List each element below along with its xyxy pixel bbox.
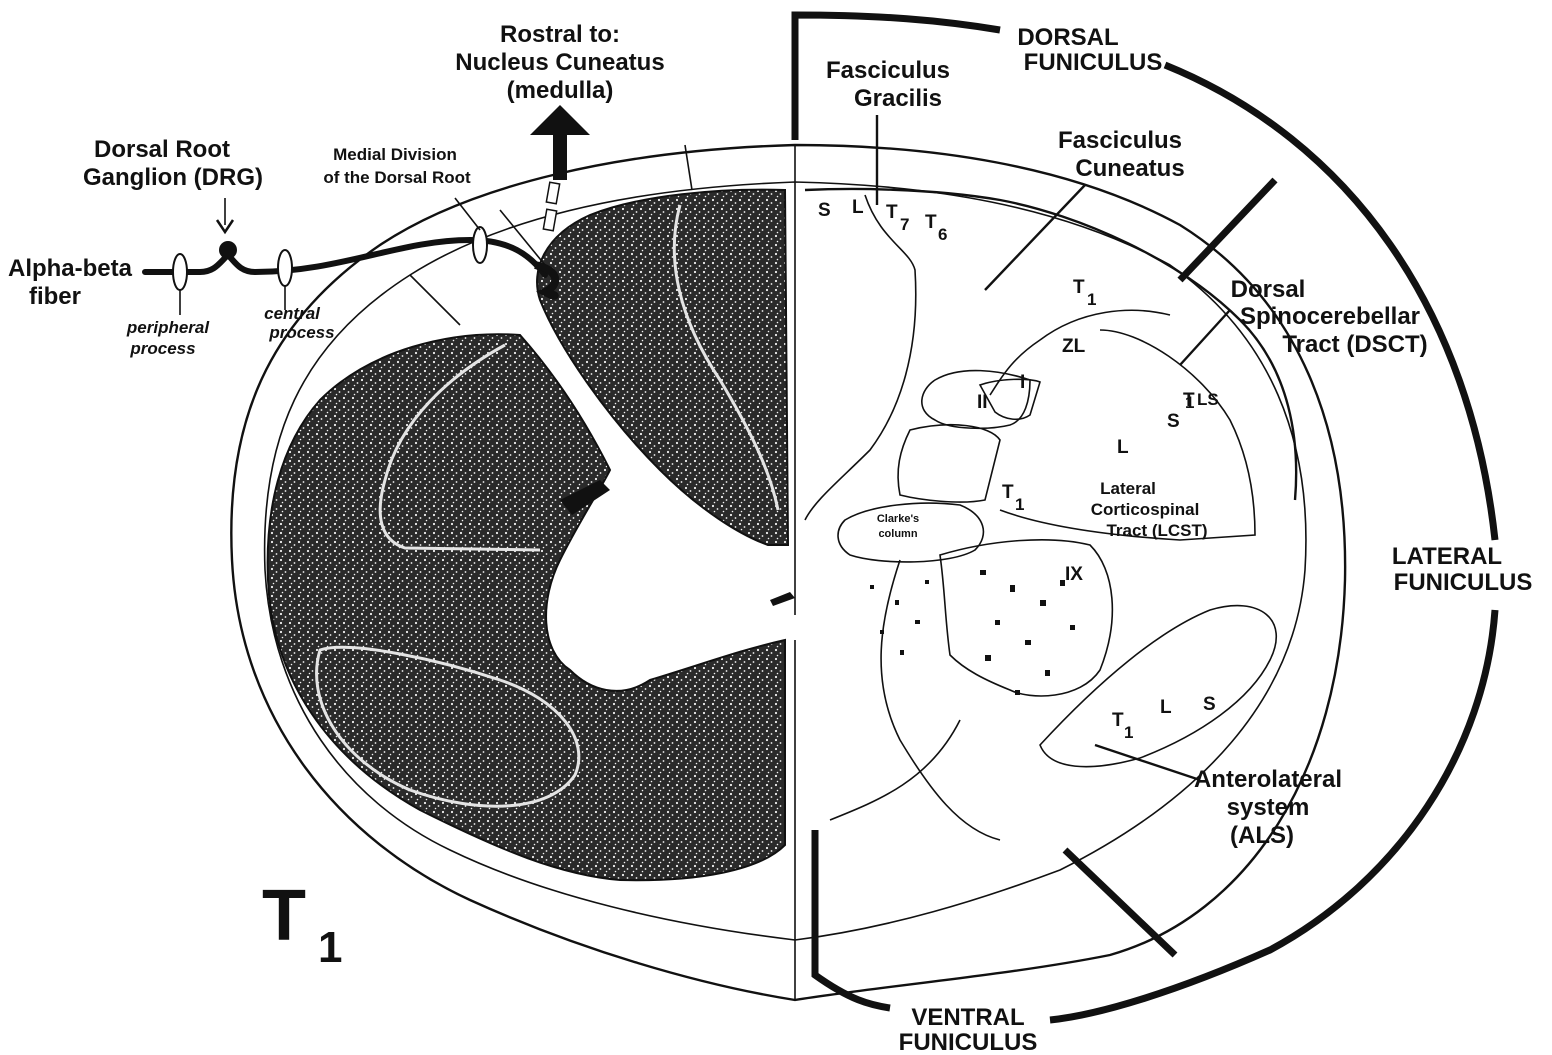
svg-text:Corticospinal: Corticospinal <box>1091 500 1200 519</box>
dorsal-funiculus-label: DORSAL FUNICULUS <box>1017 24 1162 76</box>
als-label: Anterolateral system (ALS) <box>1194 766 1342 849</box>
svg-text:ZL: ZL <box>1062 336 1086 357</box>
svg-text:IX: IX <box>1065 564 1083 585</box>
svg-text:FUNICULUS: FUNICULUS <box>899 1029 1038 1055</box>
svg-text:T: T <box>1002 482 1014 503</box>
svg-text:Cuneatus: Cuneatus <box>1075 155 1184 182</box>
svg-text:T: T <box>886 202 898 223</box>
svg-text:DORSAL: DORSAL <box>1017 24 1118 51</box>
svg-text:Rostral to:: Rostral to: <box>500 21 620 48</box>
rostral-label: Rostral to: Nucleus Cuneatus (medulla) <box>455 21 664 104</box>
peripheral-process-label: peripheral process <box>126 318 210 358</box>
svg-text:Dorsal Root: Dorsal Root <box>94 136 230 163</box>
svg-text:Alpha-beta: Alpha-beta <box>8 255 133 282</box>
svg-text:7: 7 <box>900 215 909 234</box>
svg-text:Tract (LCST): Tract (LCST) <box>1106 521 1207 540</box>
somatotopic-segment-labels: S L T 7 T 6 T 1 ZL I II IX S L T 1 T 1 L… <box>818 197 1219 742</box>
svg-text:L: L <box>1160 697 1172 718</box>
svg-text:1: 1 <box>1015 495 1024 514</box>
svg-text:LATERAL: LATERAL <box>1392 543 1502 570</box>
svg-text:Lateral: Lateral <box>1100 479 1156 498</box>
svg-text:(ALS): (ALS) <box>1230 822 1294 849</box>
spinal-level-label: T 1 <box>262 876 342 972</box>
svg-text:fiber: fiber <box>29 283 81 310</box>
alpha-beta-fiber <box>145 198 555 315</box>
lcst-label: Lateral Corticospinal Tract (LCST) <box>1091 479 1208 540</box>
fasciculus-cuneatus-label: Fasciculus Cuneatus <box>1058 127 1185 182</box>
svg-text:Clarke's: Clarke's <box>877 513 919 525</box>
svg-text:Spinocerebellar: Spinocerebellar <box>1240 303 1420 330</box>
svg-text:T: T <box>1112 710 1124 731</box>
svg-text:1: 1 <box>318 923 342 972</box>
drg-cell-body <box>219 241 237 259</box>
svg-text:1: 1 <box>1185 393 1194 412</box>
svg-text:Medial Division: Medial Division <box>333 145 457 164</box>
svg-text:(medulla): (medulla) <box>507 77 614 104</box>
svg-text:Ganglion (DRG): Ganglion (DRG) <box>83 164 263 191</box>
svg-text:VENTRAL: VENTRAL <box>911 1004 1024 1031</box>
svg-text:system: system <box>1227 794 1310 821</box>
svg-text:T: T <box>925 212 937 233</box>
drg-label: Dorsal Root Ganglion (DRG) <box>83 136 263 191</box>
svg-text:S: S <box>1203 694 1216 715</box>
svg-text:peripheral: peripheral <box>126 318 210 337</box>
svg-text:II: II <box>977 392 988 413</box>
svg-text:1: 1 <box>1124 723 1133 742</box>
svg-text:process: process <box>129 339 195 358</box>
svg-text:6: 6 <box>938 225 947 244</box>
svg-text:FUNICULUS: FUNICULUS <box>1024 49 1163 76</box>
fasciculus-gracilis-label: Fasciculus Gracilis <box>826 57 950 112</box>
medial-division-label: Medial Division of the Dorsal Root <box>323 145 471 187</box>
svg-text:Dorsal: Dorsal <box>1231 276 1306 303</box>
clarkes-column-label: Clarke's column <box>877 513 919 540</box>
svg-text:Fasciculus: Fasciculus <box>826 57 950 84</box>
svg-text:of the Dorsal Root: of the Dorsal Root <box>323 168 471 187</box>
svg-text:Anterolateral: Anterolateral <box>1194 766 1342 793</box>
svg-text:process: process <box>268 323 334 342</box>
svg-text:L: L <box>852 197 864 218</box>
svg-text:Tract (DSCT): Tract (DSCT) <box>1282 331 1427 358</box>
svg-text:1: 1 <box>1087 290 1096 309</box>
svg-text:column: column <box>878 528 917 540</box>
svg-text:T: T <box>1073 277 1085 298</box>
svg-text:L: L <box>1117 437 1129 458</box>
svg-text:S: S <box>818 200 831 221</box>
svg-text:Gracilis: Gracilis <box>854 85 942 112</box>
svg-text:S: S <box>1167 411 1180 432</box>
ventral-horn-stipple <box>870 570 1075 695</box>
svg-text:central: central <box>264 304 321 323</box>
ventral-funiculus-label: VENTRAL FUNICULUS <box>899 1004 1038 1055</box>
svg-text:FUNICULUS: FUNICULUS <box>1394 569 1533 596</box>
svg-text:LS: LS <box>1197 390 1219 409</box>
svg-text:Fasciculus: Fasciculus <box>1058 127 1182 154</box>
central-process-label: central process <box>264 304 334 342</box>
left-gray-matter <box>268 190 795 881</box>
svg-text:I: I <box>1020 372 1025 393</box>
svg-text:T: T <box>262 876 306 956</box>
alpha-beta-label: Alpha-beta fiber <box>8 255 133 310</box>
svg-text:Nucleus Cuneatus: Nucleus Cuneatus <box>455 49 664 76</box>
lateral-funiculus-label: LATERAL FUNICULUS <box>1392 543 1532 596</box>
